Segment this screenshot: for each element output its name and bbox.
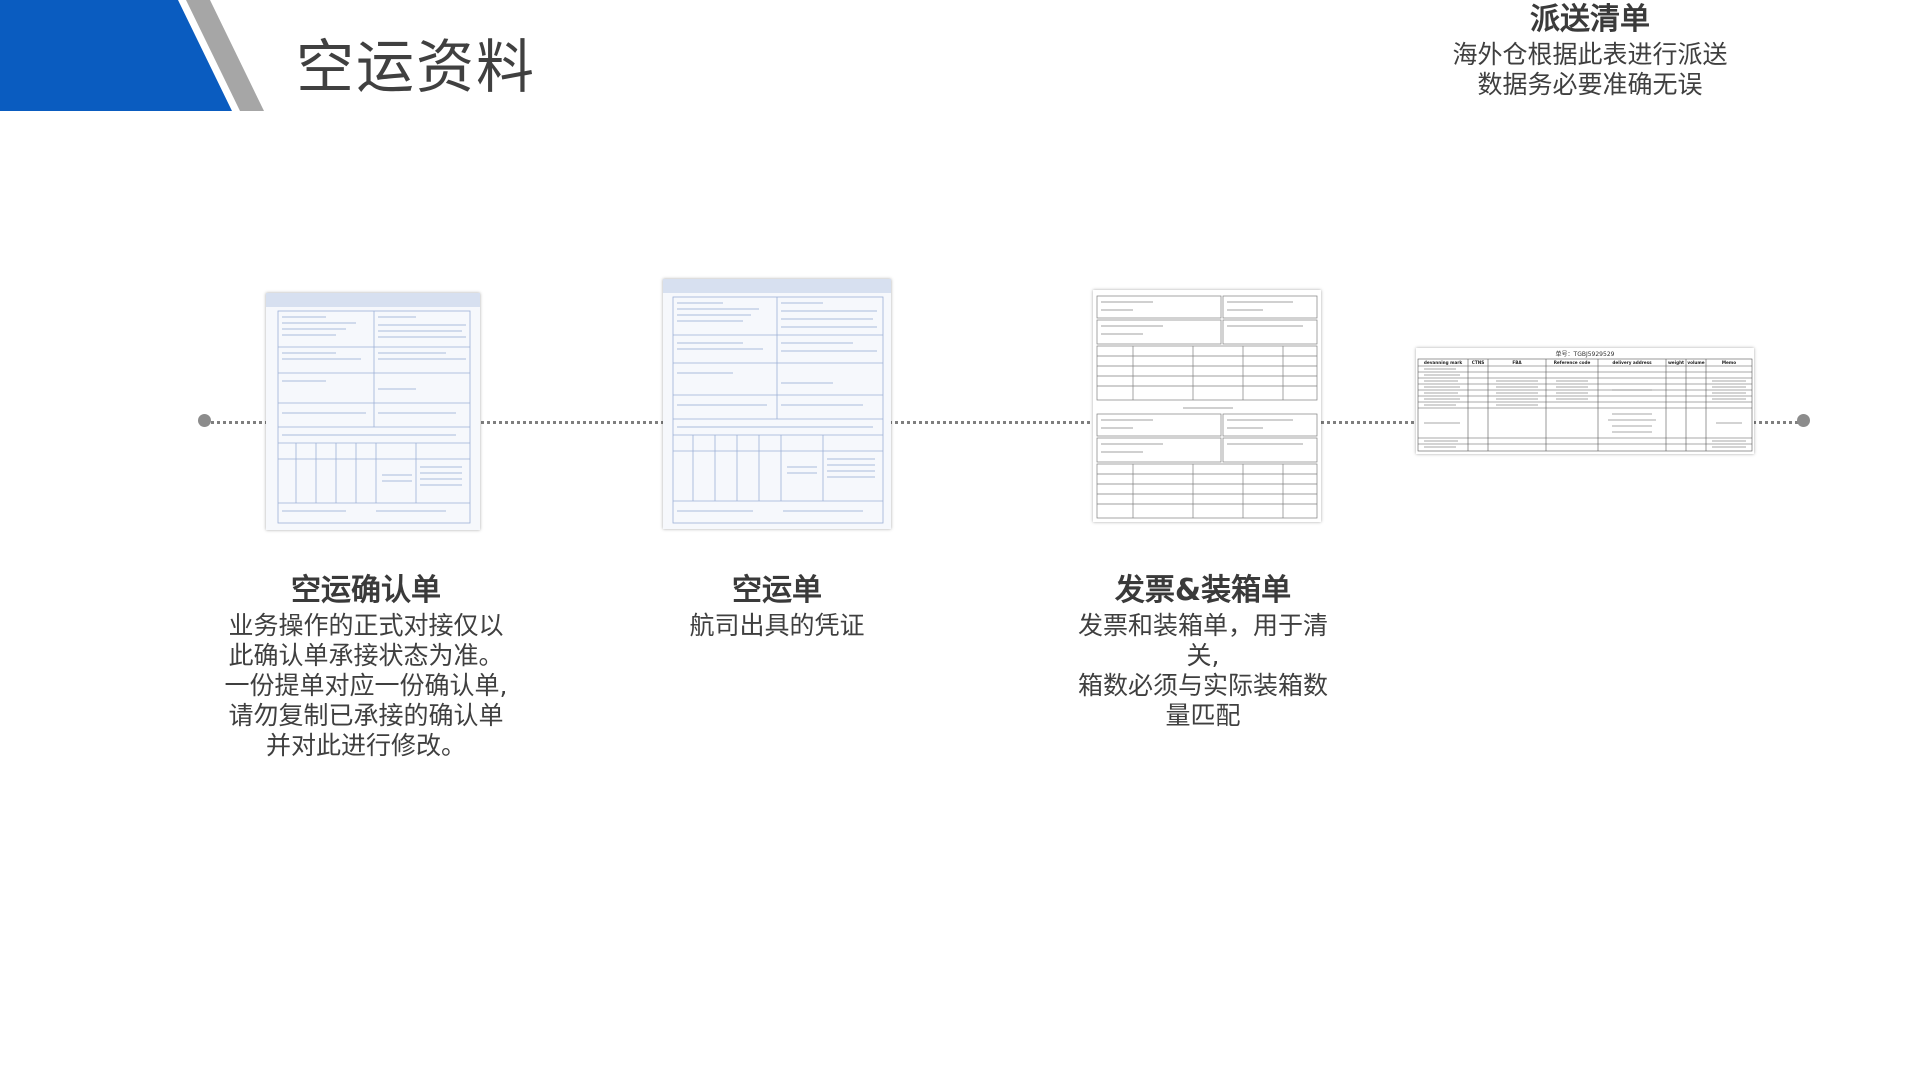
step-title: 发票&装箱单 [1114, 573, 1292, 608]
timeline-start-dot [198, 414, 211, 427]
col-volume: volume [1687, 360, 1704, 365]
timeline-line [204, 421, 1798, 424]
col-fba: FBA [1512, 360, 1522, 365]
timeline-end-dot [1797, 414, 1810, 427]
step-description: 海外仓根据此表进行派送 数据务必要准确无误 [1452, 40, 1728, 99]
step-confirmation: 空运确认单 业务操作的正式对接仅以 此确认单承接状态为准。 一份提单对应一份确认… [196, 571, 536, 761]
step-delivery-list: 派送清单 海外仓根据此表进行派送 数据务必要准确无误 [1420, 0, 1760, 100]
col-reference-code: Reference code [1554, 360, 1591, 365]
air-waybill-document [663, 279, 891, 529]
col-delivery-address: delivery address [1612, 360, 1652, 365]
step-description: 业务操作的正式对接仅以 此确认单承接状态为准。 一份提单对应一份确认单, 请勿复… [224, 611, 508, 760]
step-title: 空运确认单 [291, 573, 441, 608]
step-air-waybill: 空运单 航司出具的凭证 [607, 571, 947, 641]
step-description: 发票和装箱单，用于清 关, 箱数必须与实际装箱数 量匹配 [1077, 611, 1328, 730]
col-devanning-mark: devanning mark [1424, 360, 1462, 365]
col-weight: weight [1668, 360, 1684, 365]
page-title: 空运资料 [296, 33, 537, 101]
delivery-list-document: 单号：TGBJ5929529 devanning mark CTNS FBA [1416, 348, 1754, 454]
step-title: 派送清单 [1530, 2, 1650, 37]
delivery-list-title: 单号：TGBJ5929529 [1556, 350, 1615, 358]
invoice-packing-list-document [1093, 290, 1321, 522]
col-ctns: CTNS [1472, 360, 1484, 365]
col-memo: Memo [1722, 360, 1736, 365]
step-invoice-packing: 发票&装箱单 发票和装箱单，用于清 关, 箱数必须与实际装箱数 量匹配 [1033, 571, 1373, 731]
step-title: 空运单 [732, 573, 822, 608]
step-description: 航司出具的凭证 [689, 611, 865, 640]
air-waybill-confirmation-document [266, 293, 480, 530]
